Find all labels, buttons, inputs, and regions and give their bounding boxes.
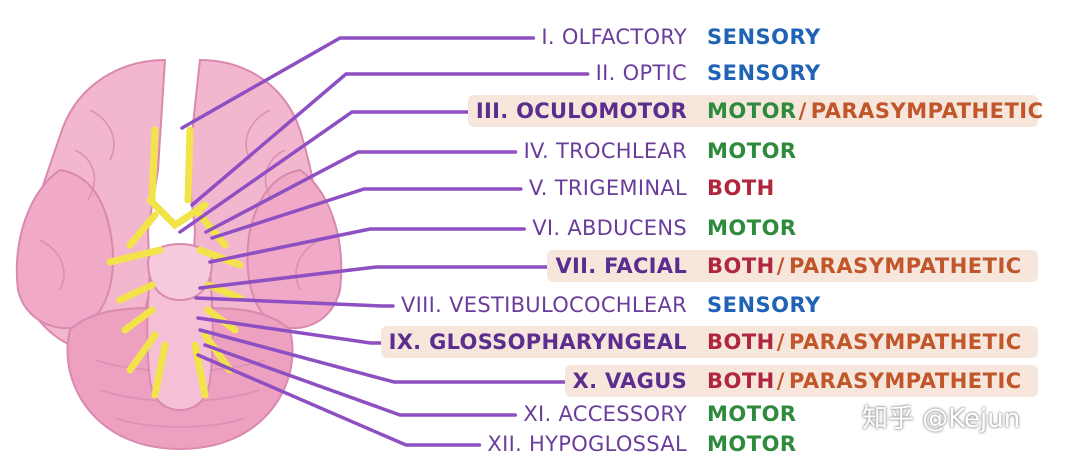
brainstem: [146, 269, 214, 412]
nerve-row: X. VAGUS BOTH/PARASYMPATHETIC: [0, 366, 1080, 396]
parasympathetic-highlight: [547, 250, 1038, 282]
nerve-row: VII. FACIAL BOTH/PARASYMPATHETIC: [0, 251, 1080, 281]
nerve-name: I. OLFACTORY: [541, 25, 687, 49]
nerve-function: BOTH: [707, 173, 775, 203]
nerve-name: XI. ACCESSORY: [523, 402, 687, 426]
nerve-function: MOTOR/PARASYMPATHETIC: [707, 96, 1044, 126]
nerve-row: III. OCULOMOTOR MOTOR/PARASYMPATHETIC: [0, 96, 1080, 126]
function-type-label: MOTOR: [707, 216, 797, 240]
leader-line: [178, 110, 470, 234]
nerve-name: IV. TROCHLEAR: [523, 139, 687, 163]
nerve-name: VII. FACIAL: [555, 254, 687, 278]
function-type-label: MOTOR: [707, 402, 797, 426]
nerve-name: VIII. VESTIBULOCOCHLEAR: [400, 293, 687, 317]
nerve-function: MOTOR: [707, 399, 797, 429]
leader-line: [180, 36, 536, 130]
nerve-row: VI. ABDUCENS MOTOR: [0, 213, 1080, 243]
nerve-name: VI. ABDUCENS: [532, 216, 687, 240]
nerve-function: BOTH/PARASYMPATHETIC: [707, 327, 1022, 357]
nerve-function: MOTOR: [707, 213, 797, 243]
leader-line: [196, 316, 383, 345]
function-type-label: SENSORY: [707, 293, 821, 317]
function-type-label: MOTOR: [707, 99, 797, 123]
parasympathetic-highlight: [380, 326, 1038, 358]
parasympathetic-label: PARASYMPATHETIC: [788, 369, 1022, 393]
function-type-label: SENSORY: [707, 25, 821, 49]
leader-line: [194, 296, 395, 308]
nerve-row: IV. TROCHLEAR MOTOR: [0, 136, 1080, 166]
leader-line: [203, 343, 518, 417]
leader-lines: [178, 36, 590, 447]
nerve-function: BOTH/PARASYMPATHETIC: [707, 251, 1022, 281]
function-separator: /: [776, 254, 785, 278]
nerve-name: IX. GLOSSOPHARYNGEAL: [388, 330, 687, 354]
nerve-function: SENSORY: [707, 22, 821, 52]
leader-line: [198, 265, 550, 290]
leader-line: [190, 72, 590, 207]
nerve-name: XII. HYPOGLOSSAL: [487, 432, 687, 456]
function-type-label: SENSORY: [707, 61, 821, 85]
nerve-name: III. OCULOMOTOR: [475, 99, 687, 123]
function-separator: /: [776, 369, 785, 393]
parasympathetic-highlight: [467, 95, 1038, 127]
nerve-row: V. TRIGEMINAL BOTH: [0, 173, 1080, 203]
function-separator: /: [776, 330, 785, 354]
nerve-function: MOTOR: [707, 429, 797, 459]
function-type-label: BOTH: [707, 330, 775, 354]
brain-base: [15, 58, 343, 450]
parasympathetic-label: PARASYMPATHETIC: [788, 330, 1022, 354]
nerve-row: IX. GLOSSOPHARYNGEAL BOTH/PARASYMPATHETIC: [0, 327, 1080, 357]
nerve-name: V. TRIGEMINAL: [528, 176, 687, 200]
nerve-row: XII. HYPOGLOSSAL MOTOR: [0, 429, 1080, 459]
nerve-function: SENSORY: [707, 58, 821, 88]
nerve-row: I. OLFACTORY SENSORY: [0, 22, 1080, 52]
leader-line: [204, 150, 518, 234]
parasympathetic-label: PARASYMPATHETIC: [788, 254, 1022, 278]
nerve-row: II. OPTIC SENSORY: [0, 58, 1080, 88]
watermark: 知乎 @Kejun: [862, 404, 1021, 434]
parasympathetic-label: PARASYMPATHETIC: [810, 99, 1044, 123]
function-type-label: BOTH: [707, 254, 775, 278]
function-separator: /: [798, 99, 807, 123]
nerve-function: SENSORY: [707, 290, 821, 320]
nerve-row: VIII. VESTIBULOCOCHLEAR SENSORY: [0, 290, 1080, 320]
function-type-label: BOTH: [707, 369, 775, 393]
function-type-label: MOTOR: [707, 139, 797, 163]
leader-line: [210, 187, 523, 240]
function-type-label: MOTOR: [707, 432, 797, 456]
nerve-row: XI. ACCESSORY MOTOR: [0, 399, 1080, 429]
nerve-function: BOTH/PARASYMPATHETIC: [707, 366, 1022, 396]
leader-line: [196, 353, 482, 447]
parasympathetic-highlight: [564, 365, 1038, 397]
nerve-name: X. VAGUS: [572, 369, 687, 393]
nerve-name: II. OPTIC: [595, 61, 687, 85]
leader-line: [208, 227, 526, 264]
function-type-label: BOTH: [707, 176, 775, 200]
nerve-function: MOTOR: [707, 136, 797, 166]
leader-line: [198, 328, 567, 384]
